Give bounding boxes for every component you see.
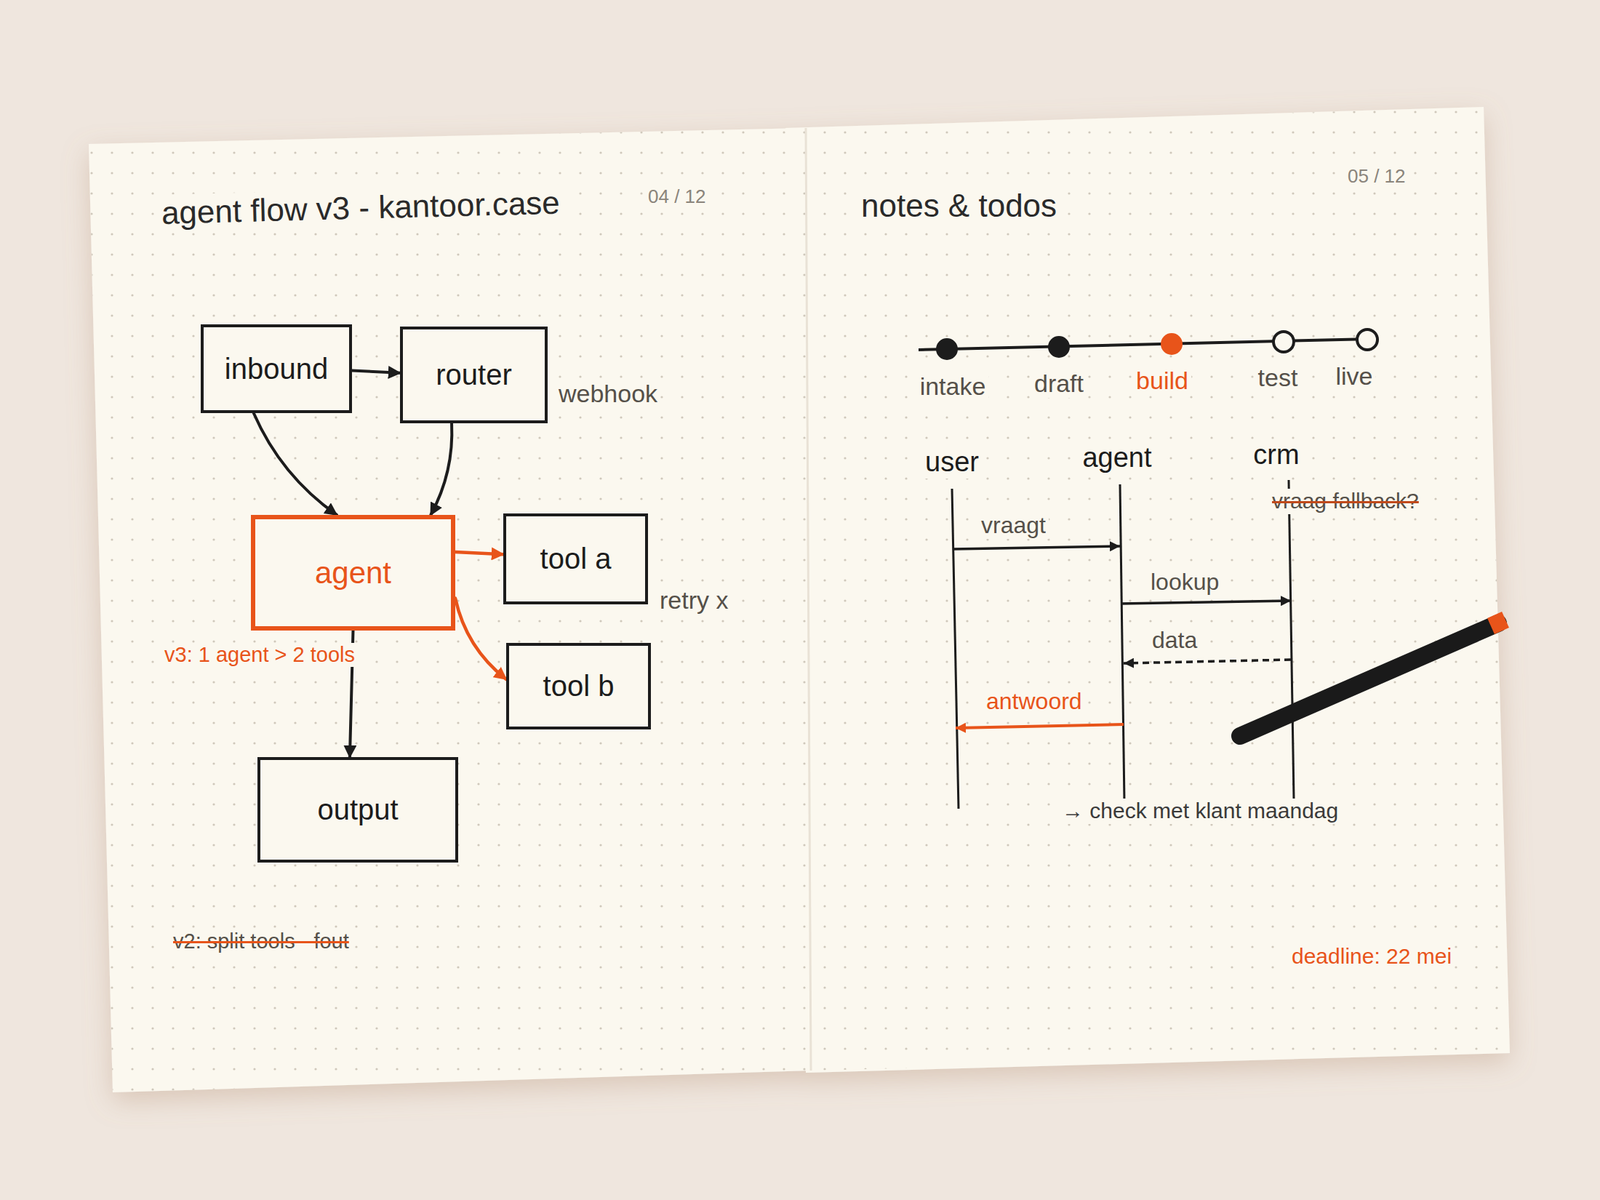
timeline: [918, 329, 1378, 360]
flow-arrow: [430, 423, 452, 515]
note-label: lookup: [1147, 568, 1222, 596]
flow-arrow: [352, 370, 400, 373]
sequence-messages: [952, 546, 1291, 728]
note-label: v3: 1 agent > 2 tools: [161, 642, 358, 667]
process-box: output: [257, 757, 459, 863]
note-label: test: [1255, 363, 1302, 392]
box-label: inbound: [224, 352, 328, 386]
note-label: webhook: [555, 379, 661, 408]
process-box: tool a: [503, 513, 648, 605]
pen: [1240, 619, 1506, 736]
note-label: 04 / 12: [645, 186, 710, 208]
notebook: [88, 106, 1510, 1093]
flow-arrow: [455, 552, 504, 555]
note-label: v2: split tools - fout: [170, 929, 352, 954]
note-label: user: [922, 446, 982, 479]
note-label: crm: [1250, 439, 1302, 472]
box-label: tool a: [540, 542, 612, 576]
note-label: intake: [917, 372, 990, 401]
note-label: vraag fallback?: [1269, 488, 1422, 515]
note-label: draft: [1031, 369, 1087, 398]
box-label: tool b: [543, 669, 615, 703]
note-label: antwoord: [983, 688, 1086, 715]
note-label: live: [1332, 362, 1376, 391]
note-label: deadline: 22 mei: [1288, 944, 1455, 970]
box-label: agent: [314, 555, 392, 591]
lifelines: [952, 480, 1294, 809]
box-label: output: [317, 793, 398, 827]
process-box: agent: [250, 514, 456, 631]
process-box: inbound: [200, 324, 352, 414]
note-label: notes & todos: [858, 187, 1060, 225]
note-label: → check met klant maandag: [1058, 798, 1342, 824]
process-box: tool b: [506, 642, 651, 730]
process-box: router: [400, 326, 548, 424]
note-label: retry x: [656, 586, 731, 615]
note-label: 05 / 12: [1344, 165, 1409, 188]
flow-arrow: [455, 597, 507, 680]
note-label: vraagt: [978, 512, 1049, 539]
note-label: data: [1149, 626, 1200, 654]
box-label: router: [435, 358, 512, 392]
note-label: agent: [1079, 442, 1155, 475]
flow-arrow: [253, 413, 337, 515]
note-label: build: [1133, 366, 1192, 395]
